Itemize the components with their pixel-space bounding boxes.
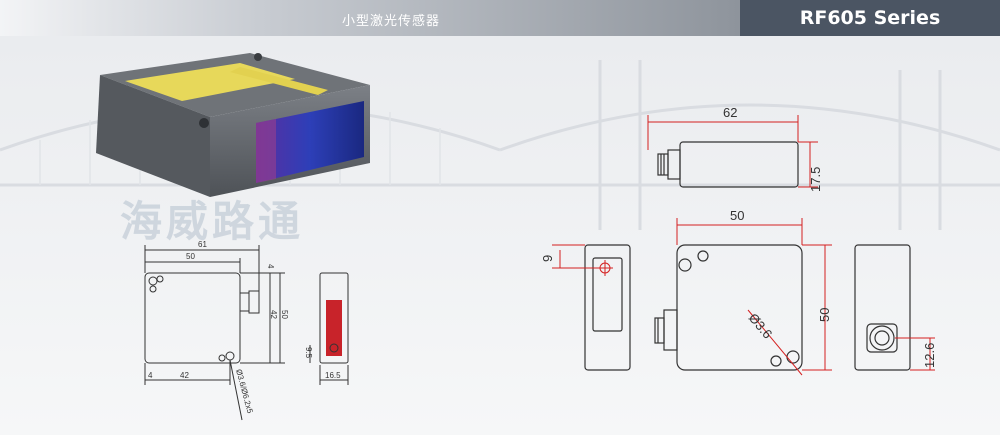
small-dimension-drawing: 61 50 4 42 50 4 42 9.5 16.5 Ø3.6/Ø6.2x5 bbox=[144, 240, 349, 421]
left-side-outline bbox=[584, 244, 631, 371]
small-dim-4-bottom: 4 bbox=[148, 371, 153, 380]
small-dim-50-right: 50 bbox=[280, 310, 289, 319]
small-dim-50: 50 bbox=[186, 252, 195, 261]
header-title-box: RF605 Series bbox=[740, 0, 1000, 36]
top-view-outline bbox=[679, 141, 799, 188]
small-side-outline bbox=[319, 272, 349, 364]
header-subtitle: 小型激光传感器 bbox=[341, 14, 440, 29]
watermark-logo: 海威路通 bbox=[120, 197, 305, 246]
large-dim-62: 62 bbox=[723, 105, 737, 120]
small-hole-note: Ø3.6/Ø6.2x5 bbox=[234, 368, 255, 415]
small-side-lens bbox=[326, 300, 342, 356]
large-dim-12-6: 12.6 bbox=[922, 343, 937, 368]
front-view-outline bbox=[676, 244, 803, 371]
header-gradient: 小型激光传感器 bbox=[0, 0, 740, 36]
left-side-window bbox=[592, 257, 623, 332]
large-dimension-drawing: 62 17.5 50 9 50 Ø3.6 12.6 bbox=[540, 105, 937, 376]
header-bar: 小型激光传感器 RF605 Series bbox=[0, 0, 1000, 36]
small-dim-16-5: 16.5 bbox=[325, 371, 341, 380]
small-body-outline bbox=[144, 272, 241, 364]
small-dim-42-right: 42 bbox=[269, 310, 278, 319]
large-dim-50-side: 50 bbox=[817, 308, 832, 322]
small-dim-9-5: 9.5 bbox=[304, 347, 313, 359]
small-dim-42-bottom: 42 bbox=[180, 371, 189, 380]
large-dim-17-5: 17.5 bbox=[808, 167, 823, 192]
large-dim-9: 9 bbox=[540, 255, 555, 262]
right-side-outline bbox=[854, 244, 911, 371]
small-dim-61: 61 bbox=[198, 240, 207, 249]
small-dim-4-top: 4 bbox=[266, 264, 275, 269]
series-title: RF605 Series bbox=[799, 7, 941, 29]
large-dim-50-top: 50 bbox=[730, 208, 744, 223]
product-photo bbox=[96, 53, 370, 197]
